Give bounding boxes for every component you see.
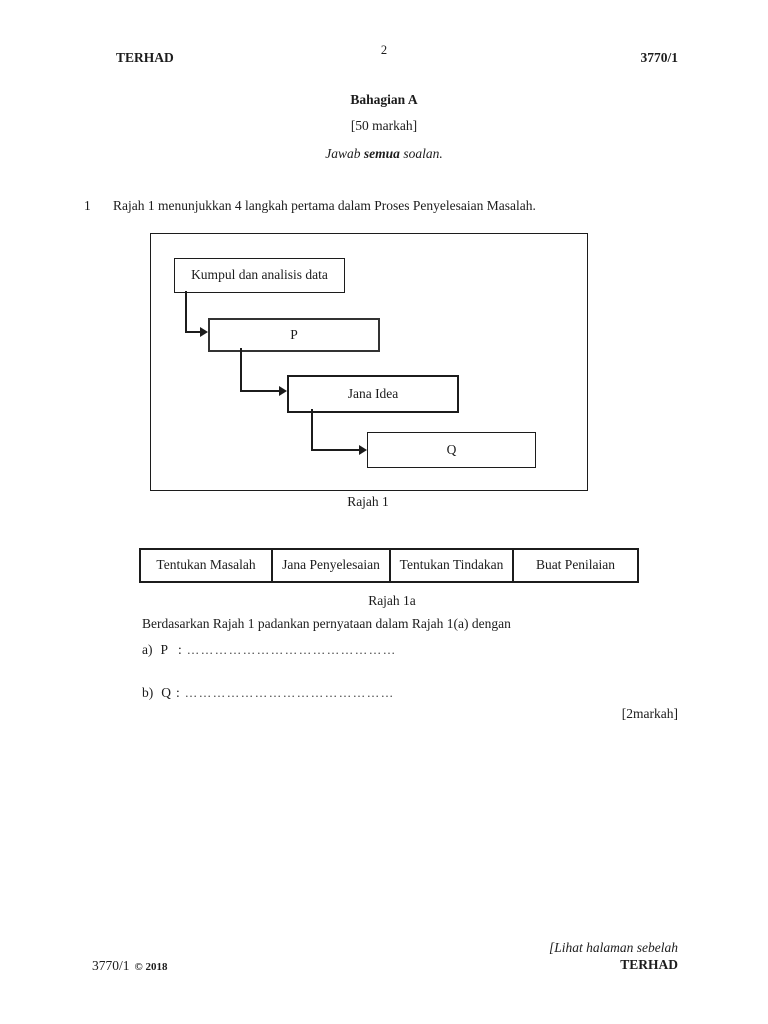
answer-line-a: a) P: ……………………………………… — [142, 642, 397, 659]
answer-a-prefix: a) — [142, 642, 153, 657]
connector-2-horizontal — [240, 390, 280, 392]
table-cell: Jana Penyelesaian — [271, 548, 391, 583]
flowchart: Kumpul dan analisis data P Jana Idea Q — [150, 233, 588, 491]
answer-a-dotted-line: ……………………………………… — [186, 643, 397, 657]
figure-caption-rajah1a: Rajah 1a — [368, 593, 416, 608]
flow-box-step3: Jana Idea — [287, 375, 459, 413]
question-text: Rajah 1 menunjukkan 4 langkah pertama da… — [113, 198, 536, 213]
page-number: 2 — [380, 43, 388, 57]
question-number: 1 — [84, 198, 91, 213]
answer-b-dotted-line: ……………………………………… — [184, 686, 395, 700]
running-head-left: TERHAD — [116, 50, 174, 65]
running-head-right: 3770/1 — [640, 50, 678, 65]
instruction-pre: Jawab — [325, 146, 364, 161]
footer-copyright: © 2018 — [134, 961, 168, 973]
table-cell: Buat Penilaian — [512, 548, 639, 583]
arrowhead-icon — [279, 386, 287, 396]
flow-box-step1: Kumpul dan analisis data — [174, 258, 345, 293]
connector-3-vertical — [311, 409, 313, 451]
footer-terhad: TERHAD — [620, 957, 678, 972]
answer-b-prefix: b) — [142, 685, 154, 700]
section-title: Bahagian A — [350, 92, 418, 107]
matching-table: Tentukan Masalah Jana Penyelesaian Tentu… — [139, 548, 639, 583]
flow-box-step4: Q — [367, 432, 536, 468]
figure-caption-rajah1: Rajah 1 — [347, 494, 389, 509]
connector-2-vertical — [240, 348, 242, 392]
arrowhead-icon — [359, 445, 367, 455]
table-cell: Tentukan Masalah — [139, 548, 273, 583]
footer-code: 3770/1 — [92, 958, 130, 973]
task-instruction: Berdasarkan Rajah 1 padankan pernyataan … — [142, 616, 511, 631]
arrowhead-icon — [200, 327, 208, 337]
connector-3-horizontal — [311, 449, 360, 451]
footer-paper-code: 3770/1 © 2018 — [92, 958, 167, 975]
table-cell: Tentukan Tindakan — [389, 548, 514, 583]
connector-1-horizontal — [185, 331, 201, 333]
answer-a-colon: : — [178, 642, 182, 657]
section-instruction: Jawab semua soalan. — [0, 146, 768, 163]
answer-a-letter: P — [160, 642, 169, 657]
instruction-bold: semua — [363, 146, 400, 161]
connector-1-vertical — [185, 291, 187, 333]
section-marks: [50 markah] — [350, 118, 418, 133]
marks-badge: [2markah] — [621, 706, 678, 721]
answer-b-colon: : — [176, 685, 180, 700]
footer-turn-over-note: [Lihat halaman sebelah — [548, 940, 678, 955]
answer-b-letter: Q — [161, 685, 171, 700]
answer-line-b: b) Q: ……………………………………… — [142, 685, 395, 702]
instruction-post: soalan. — [399, 146, 443, 161]
flow-box-step2: P — [208, 318, 380, 352]
